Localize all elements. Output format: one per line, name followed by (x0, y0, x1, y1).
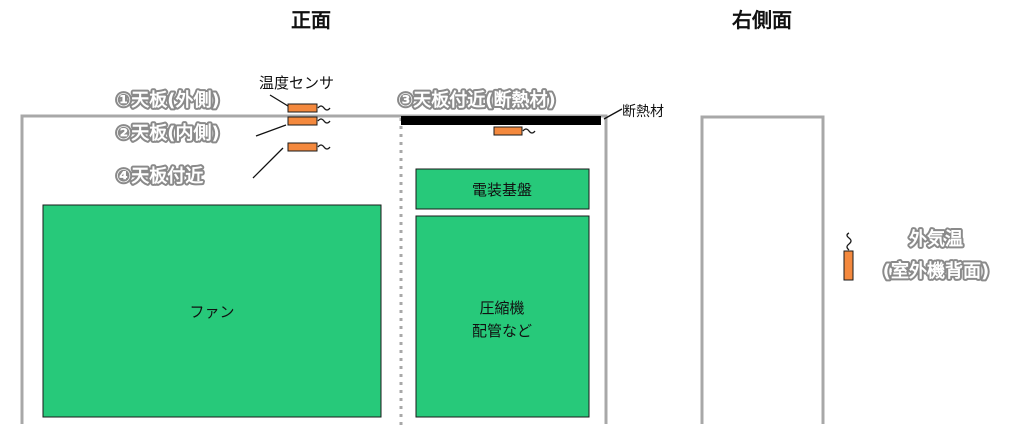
sensor-1-lead (317, 105, 331, 111)
sensor-4 (287, 142, 331, 152)
label-sensor-1: ①天板(外側) (116, 89, 220, 111)
right-side-frame (700, 115, 825, 424)
compressor-label-line1: 圧縮機 (479, 299, 524, 317)
front-heading: 正面 (291, 8, 331, 32)
label-sensor-3: ③天板付近(断熱材) (398, 89, 556, 111)
label-outdoor-line1: 外気温 (909, 228, 963, 250)
sensor-2 (287, 116, 331, 126)
compressor-box: 圧縮機 配管など (415, 215, 590, 418)
sensor-note: 温度センサ (259, 74, 334, 92)
pointer-insulation (603, 108, 623, 120)
sensor-4-lead (317, 144, 331, 150)
label-sensor-2: ②天板(内側) (116, 122, 220, 144)
sensor-2-lead (317, 118, 331, 124)
outdoor-sensor (843, 232, 854, 281)
right-side-heading: 右側面 (732, 8, 792, 32)
pointer-sensor-2 (255, 124, 287, 137)
board-box: 電装基盤 (415, 168, 590, 210)
label-outdoor-line2: (室外機背面) (883, 260, 989, 282)
board-label: 電装基盤 (472, 181, 532, 199)
pointer-sensor-4 (252, 147, 284, 179)
pointer-sensor-note (269, 94, 289, 107)
sensor-3-lead (522, 128, 536, 134)
insulation-bar (401, 116, 601, 125)
compressor-label-line2: 配管など (472, 322, 532, 340)
fan-label: ファン (189, 303, 234, 321)
sensor-1 (287, 103, 331, 113)
front-outer-frame (20, 114, 608, 424)
label-sensor-4: ④天板付近 (116, 165, 203, 187)
front-unit-frame (20, 114, 608, 428)
outdoor-sensor-lead (846, 232, 852, 251)
insulation-note: 断熱材 (622, 104, 664, 120)
fan-box: ファン (42, 204, 382, 418)
sensor-3 (493, 126, 536, 136)
